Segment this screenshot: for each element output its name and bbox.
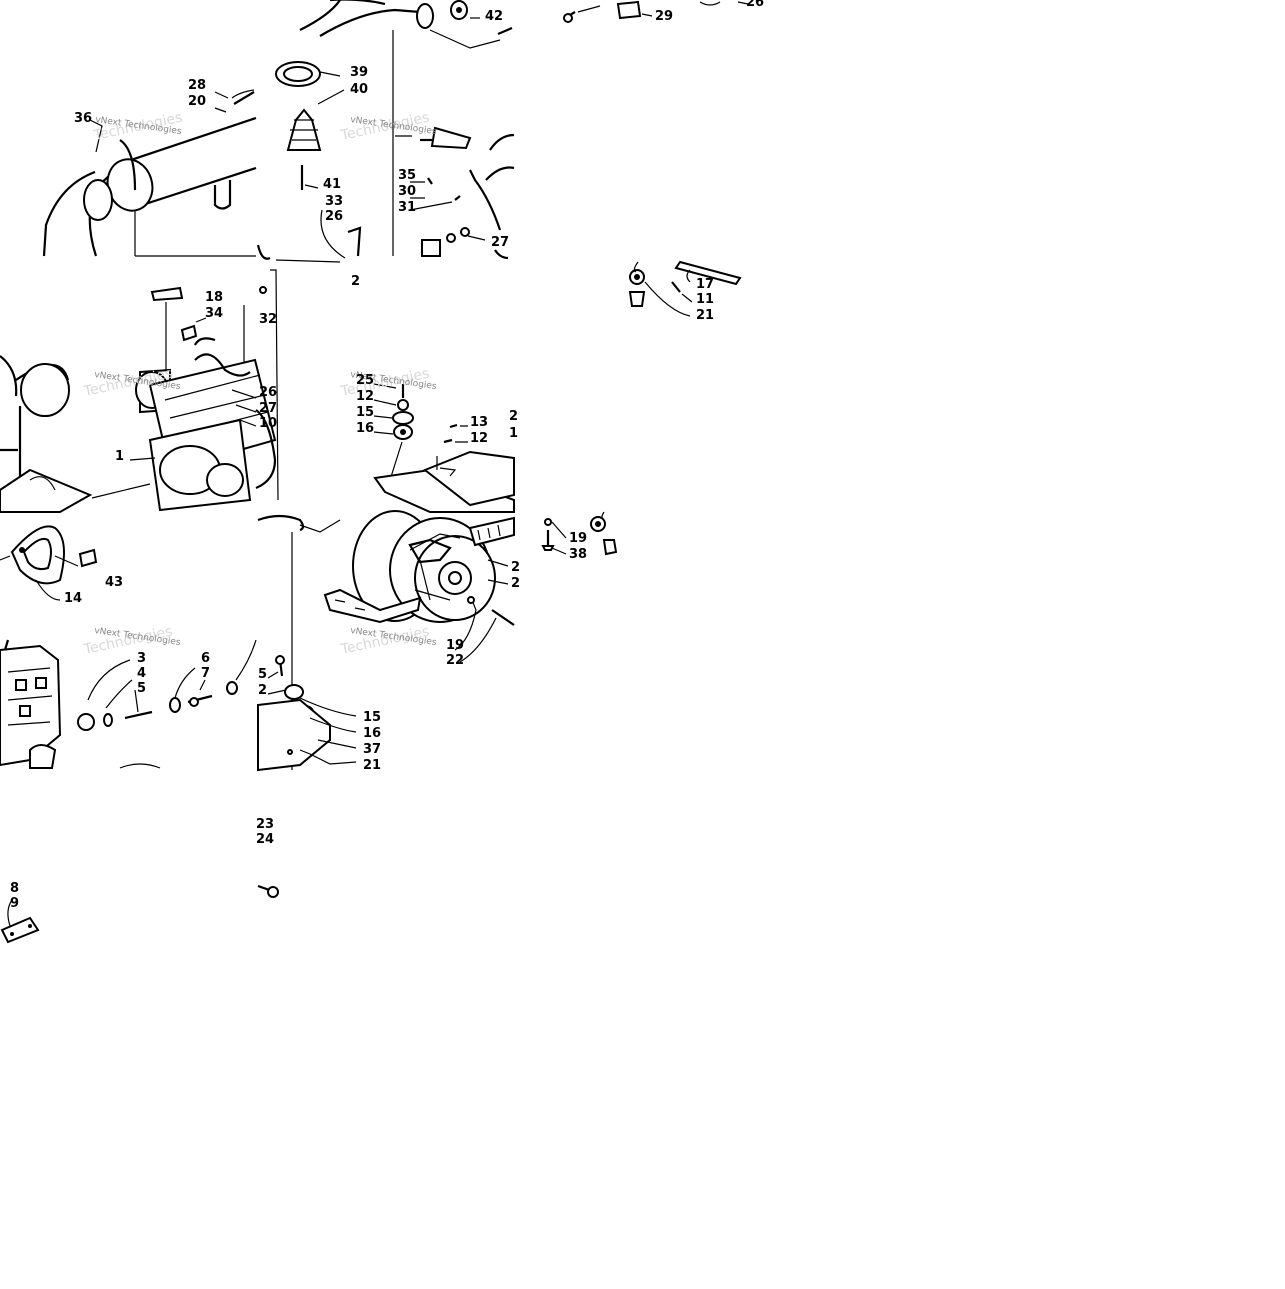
callout-c11: 11 [696, 292, 714, 307]
callout-c26top: 26 [746, 0, 764, 10]
callout-c26b: 26 [259, 385, 277, 400]
callout-c16a: 16 [356, 421, 374, 436]
callout-c23: 23 [256, 817, 274, 832]
callout-c16b: 16 [363, 726, 381, 741]
callout-c25a: 25 [356, 373, 374, 388]
engine-assembly [0, 244, 341, 513]
callout-c29: 29 [655, 9, 673, 24]
fastener-group-19-38 [541, 511, 618, 556]
callout-c18: 18 [205, 290, 223, 305]
callout-c39: 39 [350, 65, 368, 80]
callout-c2a: 2 [351, 274, 360, 289]
callout-c34: 34 [205, 306, 223, 321]
callout-c2b: 2 [509, 409, 518, 424]
callout-c13: 13 [470, 415, 488, 430]
callout-c15a: 15 [356, 405, 374, 420]
callout-c21b: 21 [363, 758, 381, 773]
callout-c42: 42 [485, 9, 503, 24]
callout-c31: 31 [398, 200, 416, 215]
callout-c33: 33 [325, 194, 343, 209]
crankcase-lower [0, 525, 257, 769]
callout-c27a: 27 [491, 235, 509, 250]
callout-c10: 10 [259, 416, 277, 431]
callout-c17: 17 [696, 277, 714, 292]
callout-c41: 41 [323, 177, 341, 192]
callout-c3: 3 [137, 651, 146, 666]
callout-c19a: 19 [569, 531, 587, 546]
clutch-and-belt [257, 510, 515, 898]
callout-c2e: 2 [258, 683, 267, 698]
callout-c20: 20 [188, 94, 206, 109]
callout-c8: 8 [10, 881, 19, 896]
callout-c36: 36 [74, 111, 92, 126]
callout-c32: 32 [259, 312, 277, 327]
callout-c28: 28 [188, 78, 206, 93]
callout-c5: 5 [137, 681, 146, 696]
exhaust-pipe [42, 89, 257, 257]
bracket-17-11-21 [628, 260, 742, 317]
callout-c14: 14 [64, 591, 82, 606]
callout-c12b: 12 [470, 431, 488, 446]
callout-c1b: 1 [509, 426, 518, 441]
callout-c12a: 12 [356, 389, 374, 404]
callout-c19b: 19 [446, 638, 464, 653]
callout-c2c: 2 [511, 560, 520, 575]
callout-c24: 24 [256, 832, 274, 847]
callout-c27b: 27 [259, 401, 277, 416]
callout-c1: 1 [115, 449, 124, 464]
callout-c37: 37 [363, 742, 381, 757]
callout-c15b: 15 [363, 710, 381, 725]
callout-c21a: 21 [696, 308, 714, 323]
mount-plate-assembly [373, 383, 515, 513]
callout-c35: 35 [398, 168, 416, 183]
callout-c40: 40 [350, 82, 368, 97]
callout-c4: 4 [137, 666, 146, 681]
callout-c9: 9 [10, 896, 19, 911]
callout-c22: 22 [446, 653, 464, 668]
callout-c6: 6 [201, 651, 210, 666]
callout-c30: 30 [398, 184, 416, 199]
callout-c2d: 2 [511, 576, 520, 591]
callout-c7: 7 [201, 666, 210, 681]
pipe-and-seal-group [275, 0, 515, 260]
bracket-8-9 [0, 899, 40, 944]
callout-c38: 38 [569, 547, 587, 562]
callout-c43: 43 [105, 575, 123, 590]
callout-c26a: 26 [325, 209, 343, 224]
callout-c5b: 5 [258, 667, 267, 682]
fastener-group-top [563, 0, 749, 23]
